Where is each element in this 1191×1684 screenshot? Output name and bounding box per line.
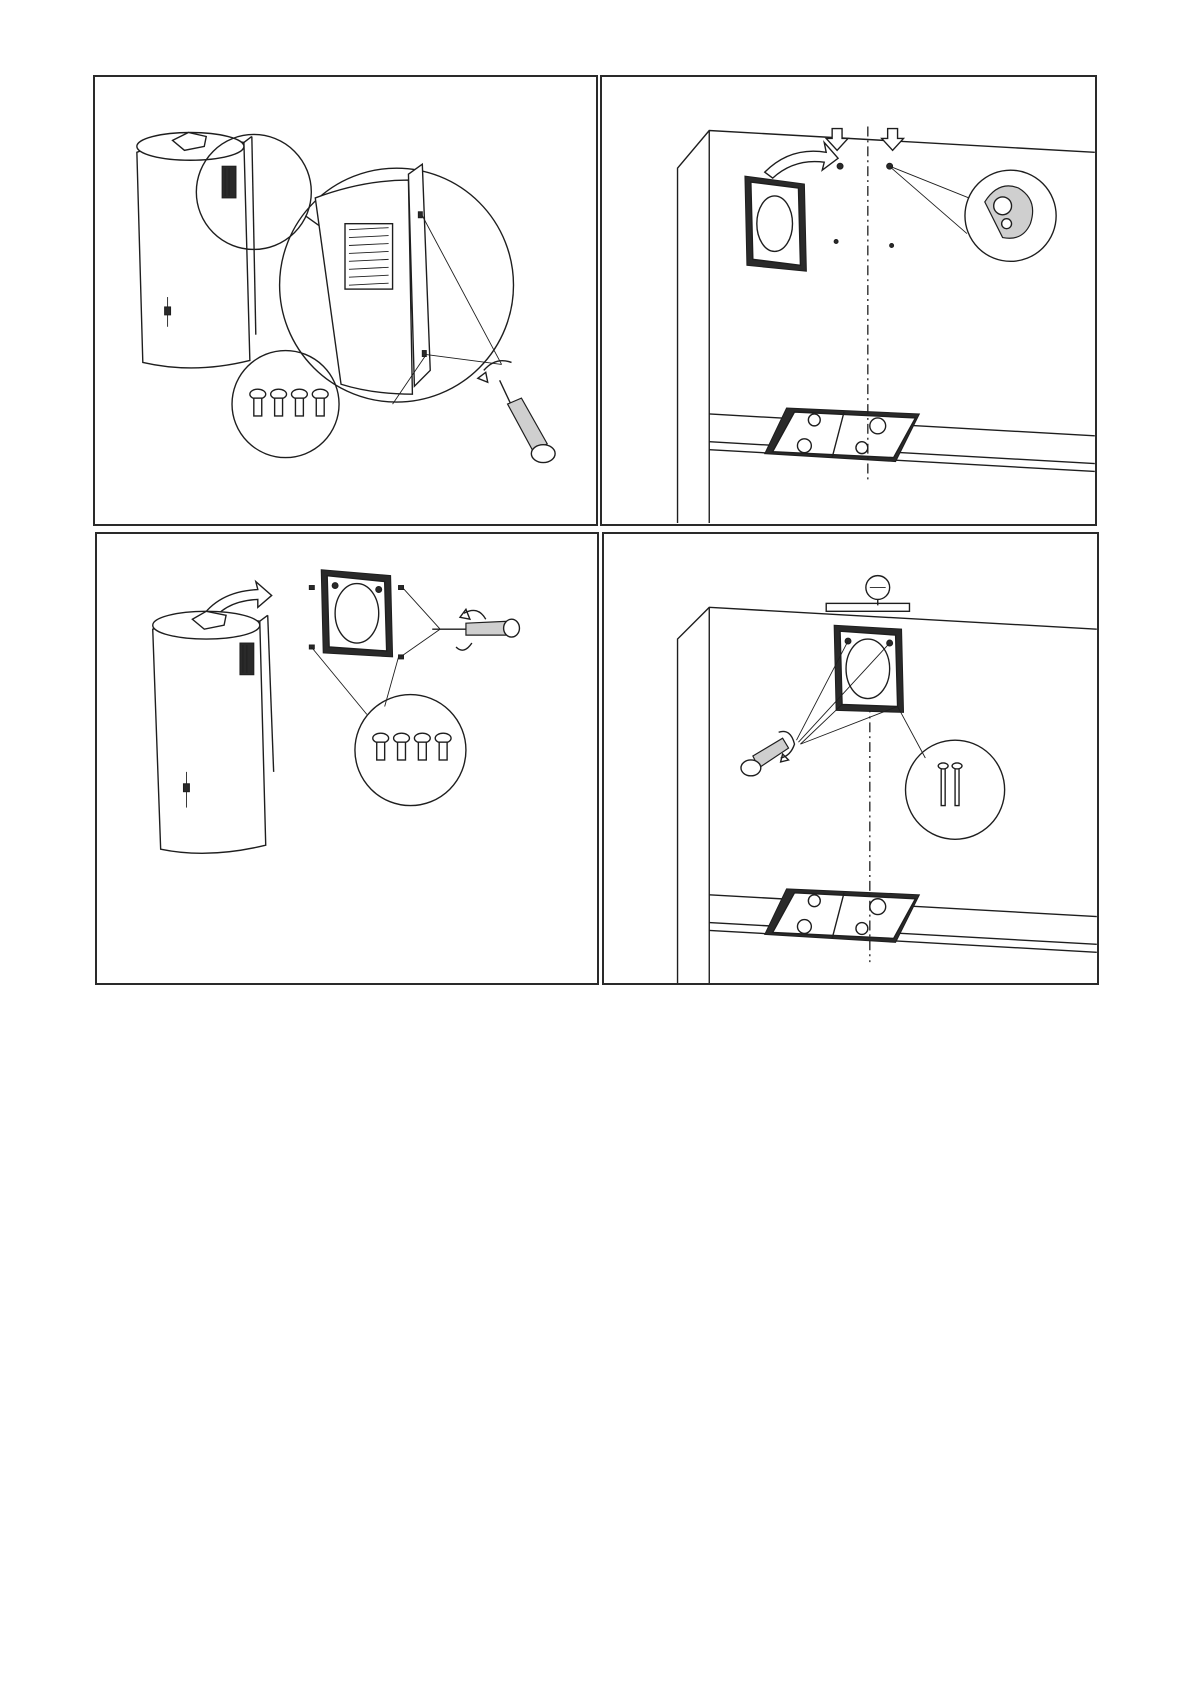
screwdriver-icon	[478, 361, 555, 463]
cooktop-icon	[765, 889, 920, 943]
bracket-plate-icon	[745, 176, 806, 271]
hood-screw-removal-icon	[95, 77, 596, 524]
screws-circle-icon	[355, 695, 466, 806]
panel-bracket-attachment	[95, 532, 599, 985]
cylinder-hood-icon	[137, 133, 256, 368]
spirit-level-icon	[826, 576, 909, 612]
cooktop-icon	[765, 408, 920, 462]
panel-wall-bracket-marking	[600, 75, 1097, 526]
wall-bracket-marking-icon	[602, 77, 1095, 524]
bracket-plate-icon	[321, 570, 392, 657]
screwdriver-icon	[741, 731, 795, 775]
panel-hood-screw-removal	[93, 75, 598, 526]
zoom-detail-icon	[280, 164, 514, 404]
zoom-anchor-icon	[890, 166, 1057, 261]
down-arrow-icon	[826, 129, 848, 151]
cylinder-hood-icon	[153, 611, 274, 853]
screws-circle-icon	[906, 740, 1005, 839]
panel-wall-mounting	[602, 532, 1099, 985]
screws-circle-icon	[232, 351, 339, 458]
down-arrow-icon	[882, 129, 904, 151]
curved-arrow-icon	[765, 142, 838, 178]
bracket-attachment-icon	[97, 534, 597, 983]
screwdriver-icon	[432, 609, 519, 650]
bracket-plate-icon	[834, 625, 903, 712]
wall-mounting-icon	[604, 534, 1097, 983]
